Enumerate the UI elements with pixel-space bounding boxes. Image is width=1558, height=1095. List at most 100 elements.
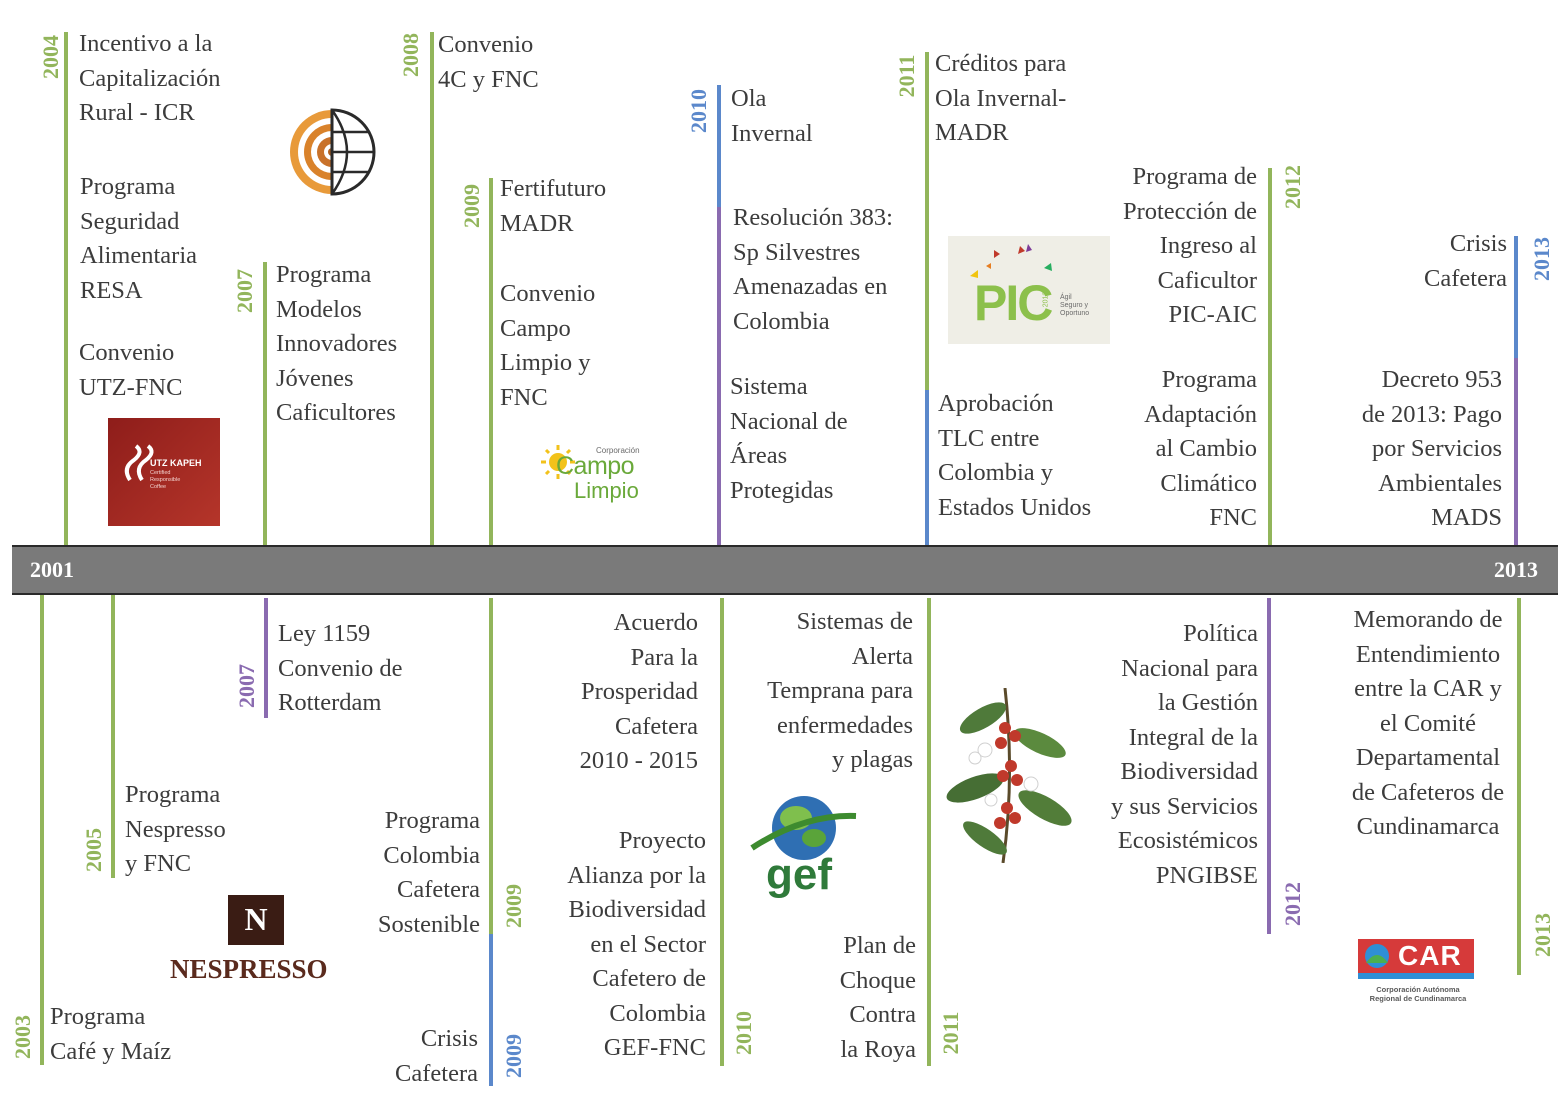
- line-2009-top: [489, 178, 493, 545]
- line-2007-bottom: [264, 598, 268, 718]
- event-creditos-ola-invernal: Créditos para Ola Invernal- MADR: [935, 47, 1066, 151]
- year-label-2007-top: 2007: [232, 269, 257, 313]
- event-sostenible-line: Sostenible: [377, 910, 480, 938]
- event-sinap-line: Nacional de: [730, 407, 848, 435]
- event-memorando-line: Entendimiento: [1355, 640, 1501, 668]
- year-label-2012-bottom: 2012: [1280, 882, 1305, 926]
- event-cafe-maiz: Programa Café y Maíz: [50, 1000, 171, 1069]
- event-resolucion-line: Sp Silvestres: [733, 238, 861, 266]
- nespresso-badge: N: [228, 895, 284, 945]
- event-fertifuturo-line: Fertifuturo: [500, 175, 607, 202]
- event-pic-aic: Programa de Protección de Ingreso al Caf…: [1095, 160, 1257, 333]
- pic-tagline-line: Ágil: [1060, 294, 1072, 301]
- event-campo-limpio-line: Convenio: [500, 280, 596, 307]
- event-pic-line: Protección de: [1122, 197, 1257, 225]
- event-adaptacion-line: al Cambio: [1155, 435, 1257, 462]
- event-alianza-line: Colombia: [609, 999, 706, 1027]
- event-memorando-line: Departamental: [1355, 744, 1501, 771]
- line-2012-bottom: [1267, 598, 1271, 934]
- sun-icon: [541, 445, 575, 479]
- event-alianza-line: Alianza por la: [567, 861, 706, 889]
- event-jovenes-line: Jóvenes: [276, 364, 354, 392]
- event-adaptacion-line: FNC: [1209, 504, 1257, 531]
- pic-tagline-line: Seguro y: [1060, 302, 1089, 309]
- event-decreto-line: por Servicios: [1372, 435, 1502, 462]
- pic-year: 2013: [1042, 291, 1050, 308]
- event-utz-line: Convenio: [79, 339, 175, 366]
- event-alianza-line: Proyecto: [618, 827, 706, 854]
- event-prosperidad-line: 2010 - 2015: [579, 747, 698, 774]
- nespresso-wordmark: NESPRESSO: [170, 954, 328, 984]
- line-2010-bottom: [720, 598, 724, 1066]
- event-sostenible-line: Programa: [384, 807, 480, 834]
- car-logo: CAR Corporación Autónoma Regional de Cun…: [1352, 935, 1484, 1015]
- event-sinap-line: Áreas: [730, 442, 788, 469]
- event-adaptacion-cambio-climatico: Programa Adaptación al Cambio Climático …: [1095, 363, 1257, 536]
- year-label-2004: 2004: [38, 35, 63, 79]
- event-prosperidad-line: Para la: [630, 643, 698, 671]
- event-tlc-line: TLC entre: [938, 424, 1040, 452]
- event-roya-line: la Roya: [840, 1035, 916, 1063]
- campo-limpio-top: Corporación: [596, 446, 640, 455]
- year-label-2009-bottom-b: 2009: [501, 1034, 526, 1078]
- event-jovenes-line: Programa: [276, 261, 372, 288]
- event-pic-line: Caficultor: [1157, 266, 1257, 294]
- event-jovenes-line: Innovadores: [276, 330, 398, 357]
- event-memorando-line: Cundinamarca: [1356, 813, 1500, 840]
- year-label-2011-top: 2011: [894, 54, 919, 98]
- utz-tagline-line: Certified: [150, 470, 171, 476]
- event-icr-line: Rural - ICR: [79, 99, 195, 126]
- event-decreto-953: Decreto 953 de 2013: Pago por Servicios …: [1330, 363, 1502, 536]
- year-label-2010-top: 2010: [686, 89, 711, 133]
- event-icr: Incentivo a la Capitalización Rural - IC…: [79, 27, 221, 131]
- event-alerta-line: Alerta: [851, 642, 913, 670]
- event-ley-line: Convenio de: [278, 654, 403, 682]
- event-sinap-line: Protegidas: [730, 476, 834, 504]
- event-pic-line: PIC-AIC: [1168, 301, 1257, 328]
- utz-tagline-line: Responsible: [150, 477, 181, 483]
- utz-tagline: Certified Responsible Coffee: [150, 470, 180, 491]
- car-stripe: [1358, 973, 1474, 979]
- event-ley-line: Ley 1159: [278, 620, 371, 647]
- line-2011-top-b: [925, 390, 929, 545]
- event-prosperidad-line: Cafetera: [615, 712, 698, 740]
- event-roya-line: Plan de: [843, 932, 916, 959]
- event-campo-limpio-line: FNC: [500, 383, 548, 411]
- event-adaptacion-line: Programa: [1161, 366, 1257, 393]
- line-2007-top: [263, 262, 267, 545]
- event-sinap-line: Sistema: [730, 373, 808, 400]
- event-memorando-line: entre la CAR y: [1354, 675, 1502, 702]
- event-resa-line: Programa: [80, 173, 176, 200]
- year-label-2007-bottom: 2007: [234, 664, 259, 708]
- event-creditos-line: Créditos para: [935, 50, 1067, 77]
- event-tlc-line: Colombia y: [938, 459, 1054, 486]
- globe-icon: [330, 108, 376, 196]
- car-subtitle-line: Regional de Cundinamarca: [1369, 994, 1467, 1003]
- event-resolucion-line: Resolución 383:: [733, 204, 893, 231]
- event-jovenes-line: Modelos: [276, 295, 362, 323]
- limpio-word: Limpio: [574, 478, 639, 503]
- event-alerta-temprana: Sistemas de Alerta Temprana para enferme…: [740, 605, 913, 778]
- timeline-bar: 2001 2013: [12, 545, 1558, 595]
- line-2008: [430, 32, 434, 545]
- event-crisis-2013-line: Cafetera: [1424, 264, 1507, 292]
- event-roya-line: Choque: [839, 966, 916, 994]
- year-label-2009-bottom-a: 2009: [501, 884, 526, 928]
- utz-name: UTZ KAPEH: [150, 458, 202, 468]
- year-label-2008: 2008: [398, 33, 423, 77]
- event-tlc-line: Aprobación: [938, 390, 1054, 417]
- event-campo-limpio: Convenio Campo Limpio y FNC: [500, 277, 595, 415]
- line-2013-top-b: [1514, 358, 1518, 545]
- nespresso-letter: N: [244, 901, 268, 937]
- event-icr-line: Capitalización: [79, 64, 221, 92]
- event-ola-invernal: Ola Invernal: [731, 82, 813, 151]
- event-alianza-line: Biodiversidad: [568, 896, 706, 923]
- line-2013-top-a: [1514, 236, 1518, 358]
- birds-icon: [970, 244, 1052, 278]
- event-decreto-line: Decreto 953: [1381, 366, 1502, 393]
- line-2011-bottom: [927, 598, 931, 1066]
- pic-word: PIC: [974, 275, 1053, 331]
- event-sostenible-line: Colombia: [383, 841, 480, 869]
- event-pngibse: Política Nacional para la Gestión Integr…: [1090, 617, 1258, 893]
- event-4c-fnc: Convenio 4C y FNC: [438, 28, 539, 97]
